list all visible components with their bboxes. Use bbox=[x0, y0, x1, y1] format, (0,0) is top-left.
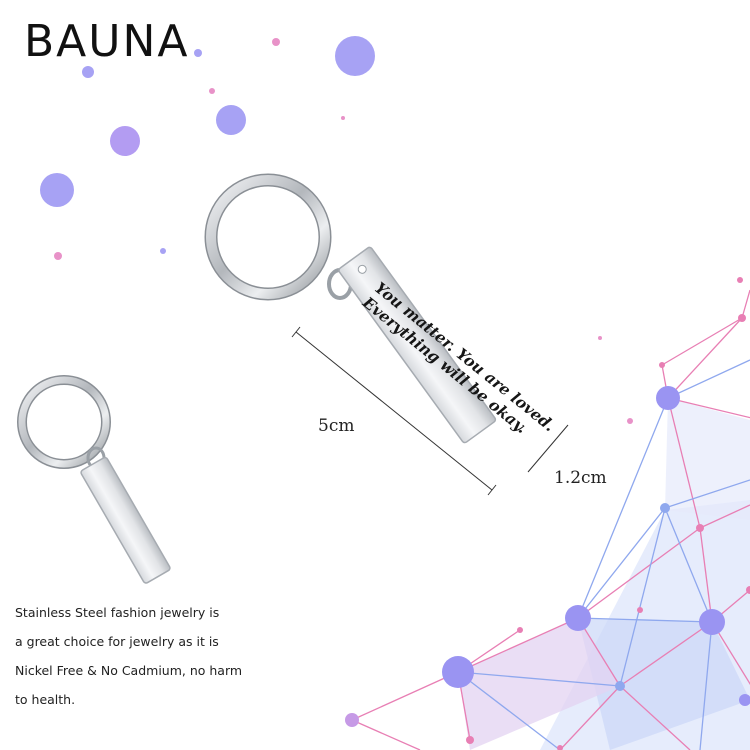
bubble bbox=[216, 105, 246, 135]
product-description: Stainless Steel fashion jewelry is a gre… bbox=[15, 598, 265, 714]
network-node bbox=[615, 681, 625, 691]
bubble bbox=[160, 248, 166, 254]
bubble bbox=[82, 66, 94, 78]
key-ring-small bbox=[17, 375, 111, 469]
bubble bbox=[341, 116, 345, 120]
network-node bbox=[656, 386, 680, 410]
network-node bbox=[557, 745, 563, 750]
bubble bbox=[598, 336, 602, 340]
network-node bbox=[699, 609, 725, 635]
description-line: to health. bbox=[15, 692, 76, 707]
length-label: 5cm bbox=[318, 416, 355, 436]
network-node bbox=[565, 605, 591, 631]
network-node bbox=[637, 607, 643, 613]
network-node bbox=[345, 713, 359, 727]
blank-bar bbox=[80, 456, 171, 584]
network-node bbox=[737, 277, 743, 283]
network-node bbox=[660, 503, 670, 513]
network-node bbox=[466, 736, 474, 744]
bubble bbox=[272, 38, 280, 46]
brand-logo: BAUNA bbox=[24, 16, 190, 67]
width-label: 1.2cm bbox=[554, 468, 607, 488]
bubble bbox=[209, 88, 215, 94]
bubble bbox=[335, 36, 375, 76]
network-node bbox=[696, 524, 704, 532]
engraved-bar bbox=[338, 246, 497, 444]
width-dimension-line bbox=[527, 424, 569, 473]
bubble bbox=[110, 126, 140, 156]
network-node bbox=[746, 586, 750, 594]
network-node bbox=[659, 362, 665, 368]
network-node bbox=[517, 627, 523, 633]
bubble bbox=[40, 173, 74, 207]
network-node bbox=[738, 314, 746, 322]
description-line: Stainless Steel fashion jewelry is bbox=[15, 605, 220, 620]
bubble bbox=[54, 252, 62, 260]
key-ring bbox=[204, 173, 332, 301]
description-line: Nickel Free & No Cadmium, no harm bbox=[15, 663, 243, 678]
bubble bbox=[627, 418, 633, 424]
description-line: a great choice for jewelry as it is bbox=[15, 634, 219, 649]
network-node bbox=[739, 694, 750, 706]
bubble bbox=[194, 49, 202, 57]
network-node bbox=[442, 656, 474, 688]
length-dimension-line bbox=[295, 331, 493, 491]
